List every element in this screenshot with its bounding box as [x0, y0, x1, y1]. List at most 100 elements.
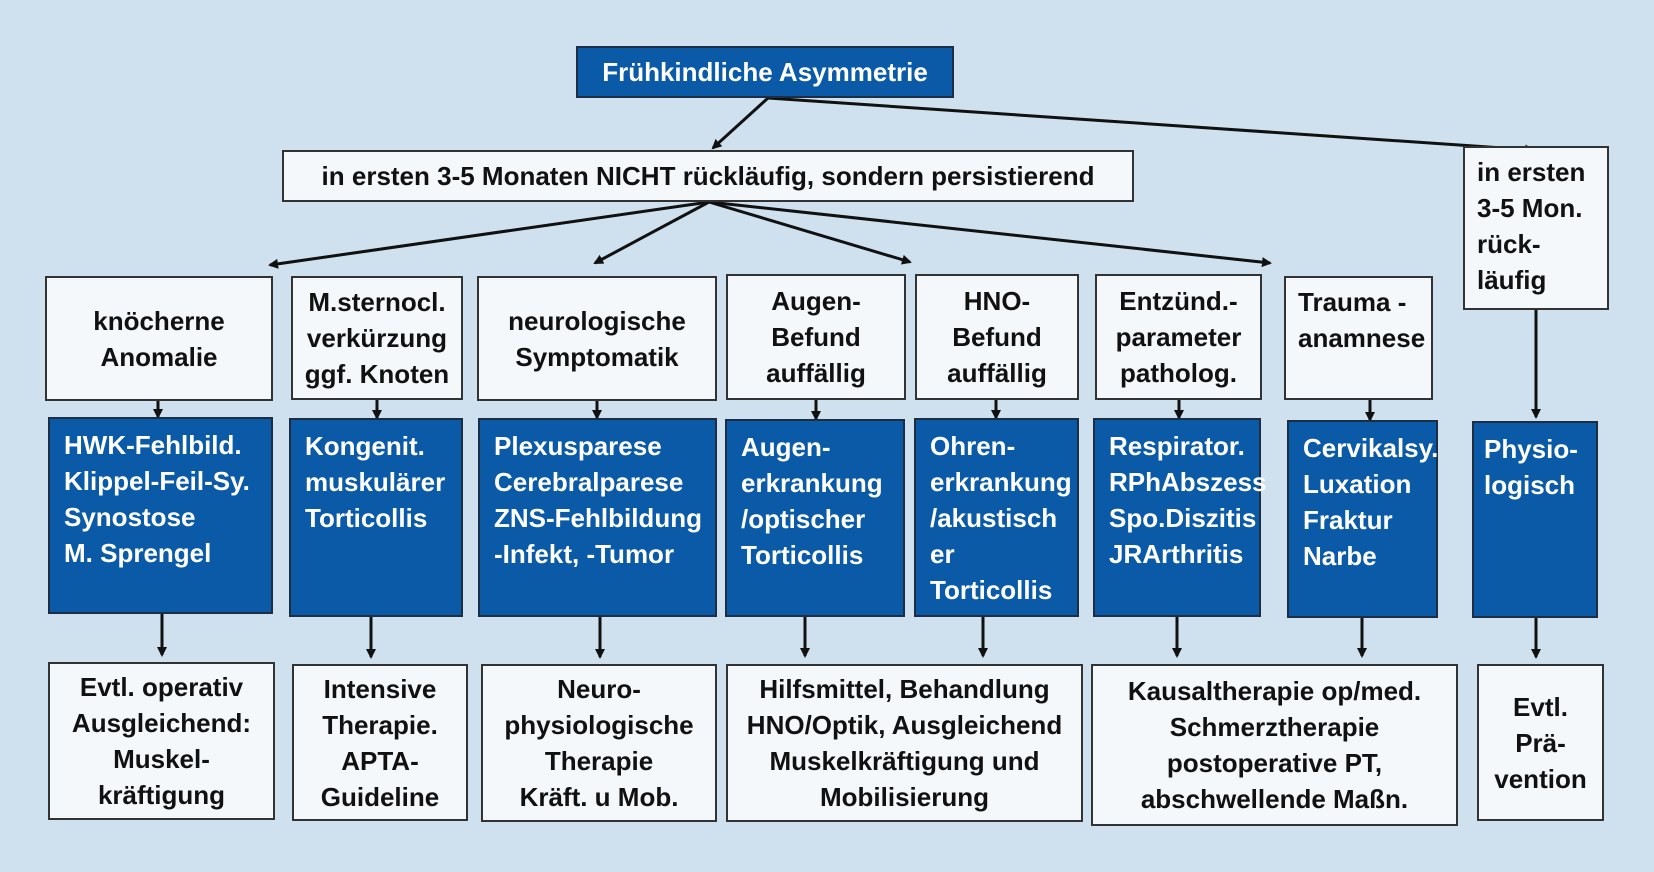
root-node: Frühkindliche Asymmetrie: [576, 46, 954, 98]
therapy-5-line-3: postoperative PT,: [1166, 748, 1383, 778]
diagnosis-4-line-4: Torticollis: [741, 540, 864, 570]
diagnosis-4-line-3: /optischer: [741, 504, 866, 534]
category-5-line-1: HNO-: [963, 286, 1031, 316]
diagnosis-1-line-1: HWK-Fehlbild.: [64, 430, 242, 460]
arrow-persistent-cat1: [268, 200, 710, 269]
diagnosis-4-line-2: erkrankung: [741, 468, 883, 498]
category-2-line-2: verkürzung: [306, 323, 448, 353]
diagnosis-3-line-3: ZNS-Fehlbildung: [494, 503, 702, 533]
diagnosis-3-line-2: Cerebralparese: [494, 467, 684, 497]
regressive-line-3: rück-: [1477, 229, 1541, 259]
diagnosis-2-line-3: Torticollis: [305, 503, 428, 533]
category-1-line-2: Anomalie: [100, 341, 218, 372]
therapy-3-line-3: Therapie: [544, 746, 654, 776]
category-4-line-1: Augen-: [771, 286, 861, 316]
therapy-5-line-4: abschwellende Maßn.: [1140, 784, 1409, 814]
arrow-persistent-cat3: [593, 200, 710, 265]
regressive-line-1: in ersten: [1477, 157, 1586, 187]
category-6-line-3: patholog.: [1120, 358, 1237, 388]
diagnosis-node-6: Respirator. RPhAbszess Spo.Diszitis JRAr…: [1093, 418, 1267, 617]
category-node-5: HNO- Befund auffällig: [915, 274, 1079, 400]
regressive-line-2: 3-5 Mon.: [1477, 193, 1583, 223]
therapy-3-line-2: physiologische: [504, 710, 694, 740]
category-node-4: Augen- Befund auffällig: [726, 274, 906, 400]
category-2-line-3: ggf. Knoten: [304, 359, 450, 389]
root-title: Frühkindliche Asymmetrie: [602, 57, 928, 87]
diagnosis-2-line-1: Kongenit.: [305, 431, 425, 461]
category-1-line-1: knöcherne: [93, 305, 225, 336]
diagnosis-7-line-2: Luxation: [1303, 469, 1412, 499]
therapy-2-line-2: Therapie.: [322, 709, 438, 740]
category-node-1: knöcherne Anomalie: [45, 276, 273, 401]
therapy-6-line-2: Prä-: [1515, 727, 1566, 758]
diagnosis-node-2: Kongenit. muskulärer Torticollis: [289, 418, 463, 617]
diagnosis-7-line-4: Narbe: [1303, 541, 1377, 571]
diagnosis-2-line-2: muskulärer: [305, 467, 446, 497]
persistent-node: in ersten 3-5 Monaten NICHT rückläufig, …: [282, 150, 1134, 202]
diagnosis-1-line-3: Synostose: [64, 502, 196, 532]
diagnosis-6-line-1: Respirator.: [1109, 431, 1245, 461]
diagnosis-node-3: Plexusparese Cerebralparese ZNS-Fehlbild…: [478, 418, 717, 617]
diagnosis-5-line-5: Torticollis: [930, 575, 1053, 605]
therapy-node-2: Intensive Therapie. APTA- Guideline: [292, 664, 468, 821]
therapy-node-5: Kausaltherapie op/med. Schmerztherapie p…: [1091, 664, 1458, 826]
arrow-root-persistent: [711, 96, 770, 150]
category-node-3: neurologische Symptomatik: [477, 276, 717, 401]
diagnosis-6-line-3: Spo.Diszitis: [1109, 503, 1257, 533]
category-7-line-1: Trauma -: [1298, 287, 1407, 317]
therapy-5-line-1: Kausaltherapie op/med.: [1127, 676, 1422, 706]
therapy-1-line-2: Ausgleichend:: [71, 708, 252, 738]
diagnosis-5-line-1: Ohren-: [930, 431, 1016, 461]
category-6-line-1: Entzünd.-: [1119, 286, 1238, 316]
diagnosis-node-4: Augen- erkrankung /optischer Torticollis: [725, 419, 905, 617]
regressive-node: in ersten 3-5 Mon. rück- läufig: [1463, 146, 1609, 310]
regressive-line-4: läufig: [1477, 265, 1547, 295]
arrow-persistent-cat6: [708, 200, 1272, 268]
therapy-6-line-3: vention: [1494, 763, 1587, 794]
therapy-2-line-1: Intensive: [323, 673, 437, 704]
diagnosis-3-line-4: -Infekt, -Tumor: [494, 539, 675, 569]
category-node-2: M.sternocl. verkürzung ggf. Knoten: [291, 276, 463, 400]
persistent-label: in ersten 3-5 Monaten NICHT rückläufig, …: [321, 161, 1095, 191]
diagnosis-6-line-4: JRArthritis: [1109, 539, 1244, 569]
category-4-line-3: auffällig: [766, 358, 866, 388]
diagnosis-6-line-2: RPhAbszess: [1109, 467, 1267, 497]
therapy-2-line-4: Guideline: [320, 781, 440, 812]
therapy-4-line-1: Hilfsmittel, Behandlung: [759, 674, 1050, 704]
therapy-4-line-2: HNO/Optik, Ausgleichend: [746, 710, 1063, 740]
therapy-4-line-4: Mobilisierung: [820, 782, 989, 812]
diagnosis-3-line-1: Plexusparese: [494, 431, 662, 461]
category-2-line-1: M.sternocl.: [308, 287, 446, 317]
therapy-node-1: Evtl. operativ Ausgleichend: Muskel- krä…: [48, 662, 275, 820]
therapy-node-6: Evtl. Prä- vention: [1477, 664, 1604, 821]
diagnosis-4-line-1: Augen-: [741, 432, 831, 462]
therapy-2-line-3: APTA-: [341, 745, 419, 776]
arrow-root-regressive: [767, 96, 1535, 155]
diagnosis-node-5: Ohren- erkrankung /akustisch er Torticol…: [914, 418, 1079, 617]
diagnosis-8-line-1: Physio-: [1484, 434, 1578, 464]
category-node-7: Trauma - anamnese: [1284, 276, 1433, 400]
diagnosis-node-1: HWK-Fehlbild. Klippel-Feil-Sy. Synostose…: [48, 417, 273, 614]
arrow-persistent-cat4: [708, 200, 912, 265]
diagnosis-5-line-3: /akustisch: [930, 503, 1058, 533]
diagnosis-7-line-1: Cervikalsy.: [1303, 433, 1439, 463]
diagnosis-5-line-4: er: [930, 539, 955, 569]
category-5-line-2: Befund: [952, 322, 1042, 352]
category-5-line-3: auffällig: [947, 358, 1047, 388]
therapy-node-4: Hilfsmittel, Behandlung HNO/Optik, Ausgl…: [726, 664, 1083, 822]
therapy-1-line-1: Evtl. operativ: [79, 672, 244, 702]
therapy-3-line-1: Neuro-: [557, 674, 641, 704]
therapy-3-line-4: Kräft. u Mob.: [519, 782, 679, 812]
category-4-line-2: Befund: [771, 322, 861, 352]
diagnosis-1-line-4: M. Sprengel: [64, 538, 212, 568]
diagnosis-5-line-2: erkrankung: [930, 467, 1072, 497]
category-7-line-2: anamnese: [1298, 323, 1426, 353]
diagnosis-8-line-2: logisch: [1484, 470, 1576, 500]
therapy-node-3: Neuro- physiologische Therapie Kräft. u …: [481, 664, 717, 822]
category-3-line-1: neurologische: [508, 305, 686, 336]
category-6-line-2: parameter: [1115, 322, 1242, 352]
diagnosis-node-8: Physio- logisch: [1472, 421, 1598, 618]
therapy-4-line-3: Muskelkräftigung und: [769, 746, 1040, 776]
therapy-5-line-2: Schmerztherapie: [1169, 712, 1380, 742]
